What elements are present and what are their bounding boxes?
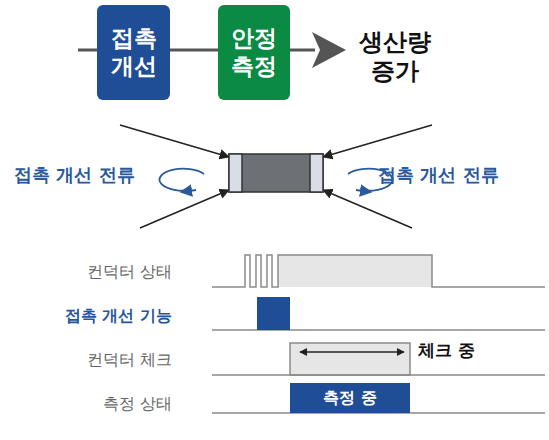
signal-name: 접촉 개선 기능 [0,306,172,325]
current-label: 접촉 개선 전류 [378,164,499,186]
state-note: 체크 중 [418,340,475,360]
chip-terminal [229,154,242,192]
box-text: 접촉 개선 [101,25,166,80]
signal-name: 컨덕터 체크 [0,350,172,369]
flow-line [289,49,315,52]
state-fill [278,255,432,287]
probe-line [120,125,229,157]
current-arrow [182,190,196,192]
process-box: 안정 측정 [218,5,290,100]
function-pulse [257,297,290,330]
conductor-waveform [212,255,545,287]
current-arrow [356,190,370,192]
current-label: 접촉 개선 전류 [14,164,135,186]
span-arrow [300,351,404,352]
chip-terminal [310,154,323,192]
flow-connector [170,49,218,52]
chip-body [229,154,323,192]
signal-name: 컨덕터 상태 [0,262,172,281]
probe-line [323,125,432,157]
probe-line [140,190,229,228]
flow-arrowhead [312,32,346,68]
signal-name: 측정 상태 [0,394,172,413]
check-pulse [290,343,410,375]
current-arrow [159,169,204,191]
probe-line [323,190,412,228]
process-box: 측정 중 [290,383,410,413]
baseline [212,374,545,376]
result-label: 생산량 증가 [345,28,445,86]
flow-line [78,49,98,52]
process-box: 접촉 개선 [97,5,170,100]
box-text: 측정 중 [323,388,377,407]
box-text: 안정 측정 [222,25,286,80]
